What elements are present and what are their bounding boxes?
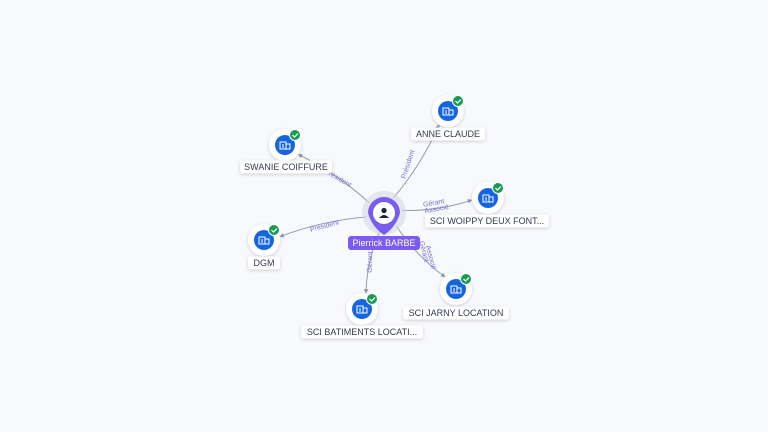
company-node-sci-batiments[interactable]: SCI BATIMENTS LOCATI... bbox=[301, 293, 423, 339]
nodes-layer: ANNE CLAUDE SWANIE COIFFURE SCI WOIPPY DEU… bbox=[240, 95, 549, 339]
building-icon bbox=[450, 285, 462, 294]
node-label-bg bbox=[301, 325, 423, 339]
node-label-bg bbox=[403, 306, 509, 320]
node-disc bbox=[352, 299, 372, 319]
node-label-sci-batiments: SCI BATIMENTS LOCATI... bbox=[307, 327, 417, 337]
node-label-bg bbox=[240, 160, 332, 174]
edge-sci-woippy bbox=[401, 199, 473, 211]
building-icon bbox=[482, 194, 494, 203]
verified-check-icon bbox=[452, 95, 464, 107]
center-label-bg bbox=[348, 236, 420, 250]
node-label-sci-woippy: SCI WOIPPY DEUX FONT... bbox=[430, 216, 544, 226]
building-icon bbox=[279, 141, 291, 150]
building-icon bbox=[356, 305, 368, 314]
center-person-node[interactable]: Pierrick BARBE bbox=[348, 191, 420, 250]
company-node-dgm[interactable]: DGM bbox=[248, 224, 280, 270]
edge-label-sci-woippy: Gérant bbox=[423, 198, 445, 209]
node-disc bbox=[438, 101, 458, 121]
edge-sci-batiments bbox=[363, 230, 381, 294]
verified-check-icon bbox=[366, 293, 378, 305]
edge-swanie-coiffure bbox=[297, 154, 370, 204]
node-disc bbox=[275, 135, 295, 155]
edge-label-dgm: Président bbox=[309, 219, 339, 233]
building-icon bbox=[258, 236, 270, 245]
edge-label-anne-claude: Président bbox=[401, 149, 417, 179]
node-label-anne-claude: ANNE CLAUDE bbox=[416, 129, 480, 139]
person-icon bbox=[379, 207, 389, 218]
node-label-bg bbox=[248, 256, 280, 270]
edge-label-secondary-sci-woippy: Associé bbox=[424, 204, 449, 215]
node-disc bbox=[254, 230, 274, 250]
node-disc bbox=[478, 188, 498, 208]
company-node-sci-woippy[interactable]: SCI WOIPPY DEUX FONT... bbox=[425, 182, 549, 228]
company-node-sci-jarny[interactable]: SCI JARNY LOCATION bbox=[403, 273, 509, 320]
edge-label-sci-batiments: Gérant bbox=[367, 251, 375, 273]
verified-check-icon bbox=[492, 182, 504, 194]
node-label-dgm: DGM bbox=[254, 258, 275, 268]
node-label-sci-jarny: SCI JARNY LOCATION bbox=[409, 308, 504, 318]
company-node-anne-claude[interactable]: ANNE CLAUDE bbox=[411, 95, 485, 141]
edge-dgm bbox=[279, 216, 367, 238]
center-label: Pierrick BARBE bbox=[352, 238, 415, 248]
node-label-bg bbox=[425, 214, 549, 228]
building-icon bbox=[442, 107, 454, 116]
company-node-swanie-coiffure[interactable]: SWANIE COIFFURE bbox=[240, 129, 332, 174]
node-label-bg bbox=[411, 127, 485, 141]
verified-check-icon bbox=[268, 224, 280, 236]
node-disc bbox=[446, 279, 466, 299]
verified-check-icon bbox=[289, 129, 301, 141]
verified-check-icon bbox=[460, 273, 472, 285]
edge-sci-jarny bbox=[396, 225, 446, 278]
node-label-swanie-coiffure: SWANIE COIFFURE bbox=[244, 162, 328, 172]
